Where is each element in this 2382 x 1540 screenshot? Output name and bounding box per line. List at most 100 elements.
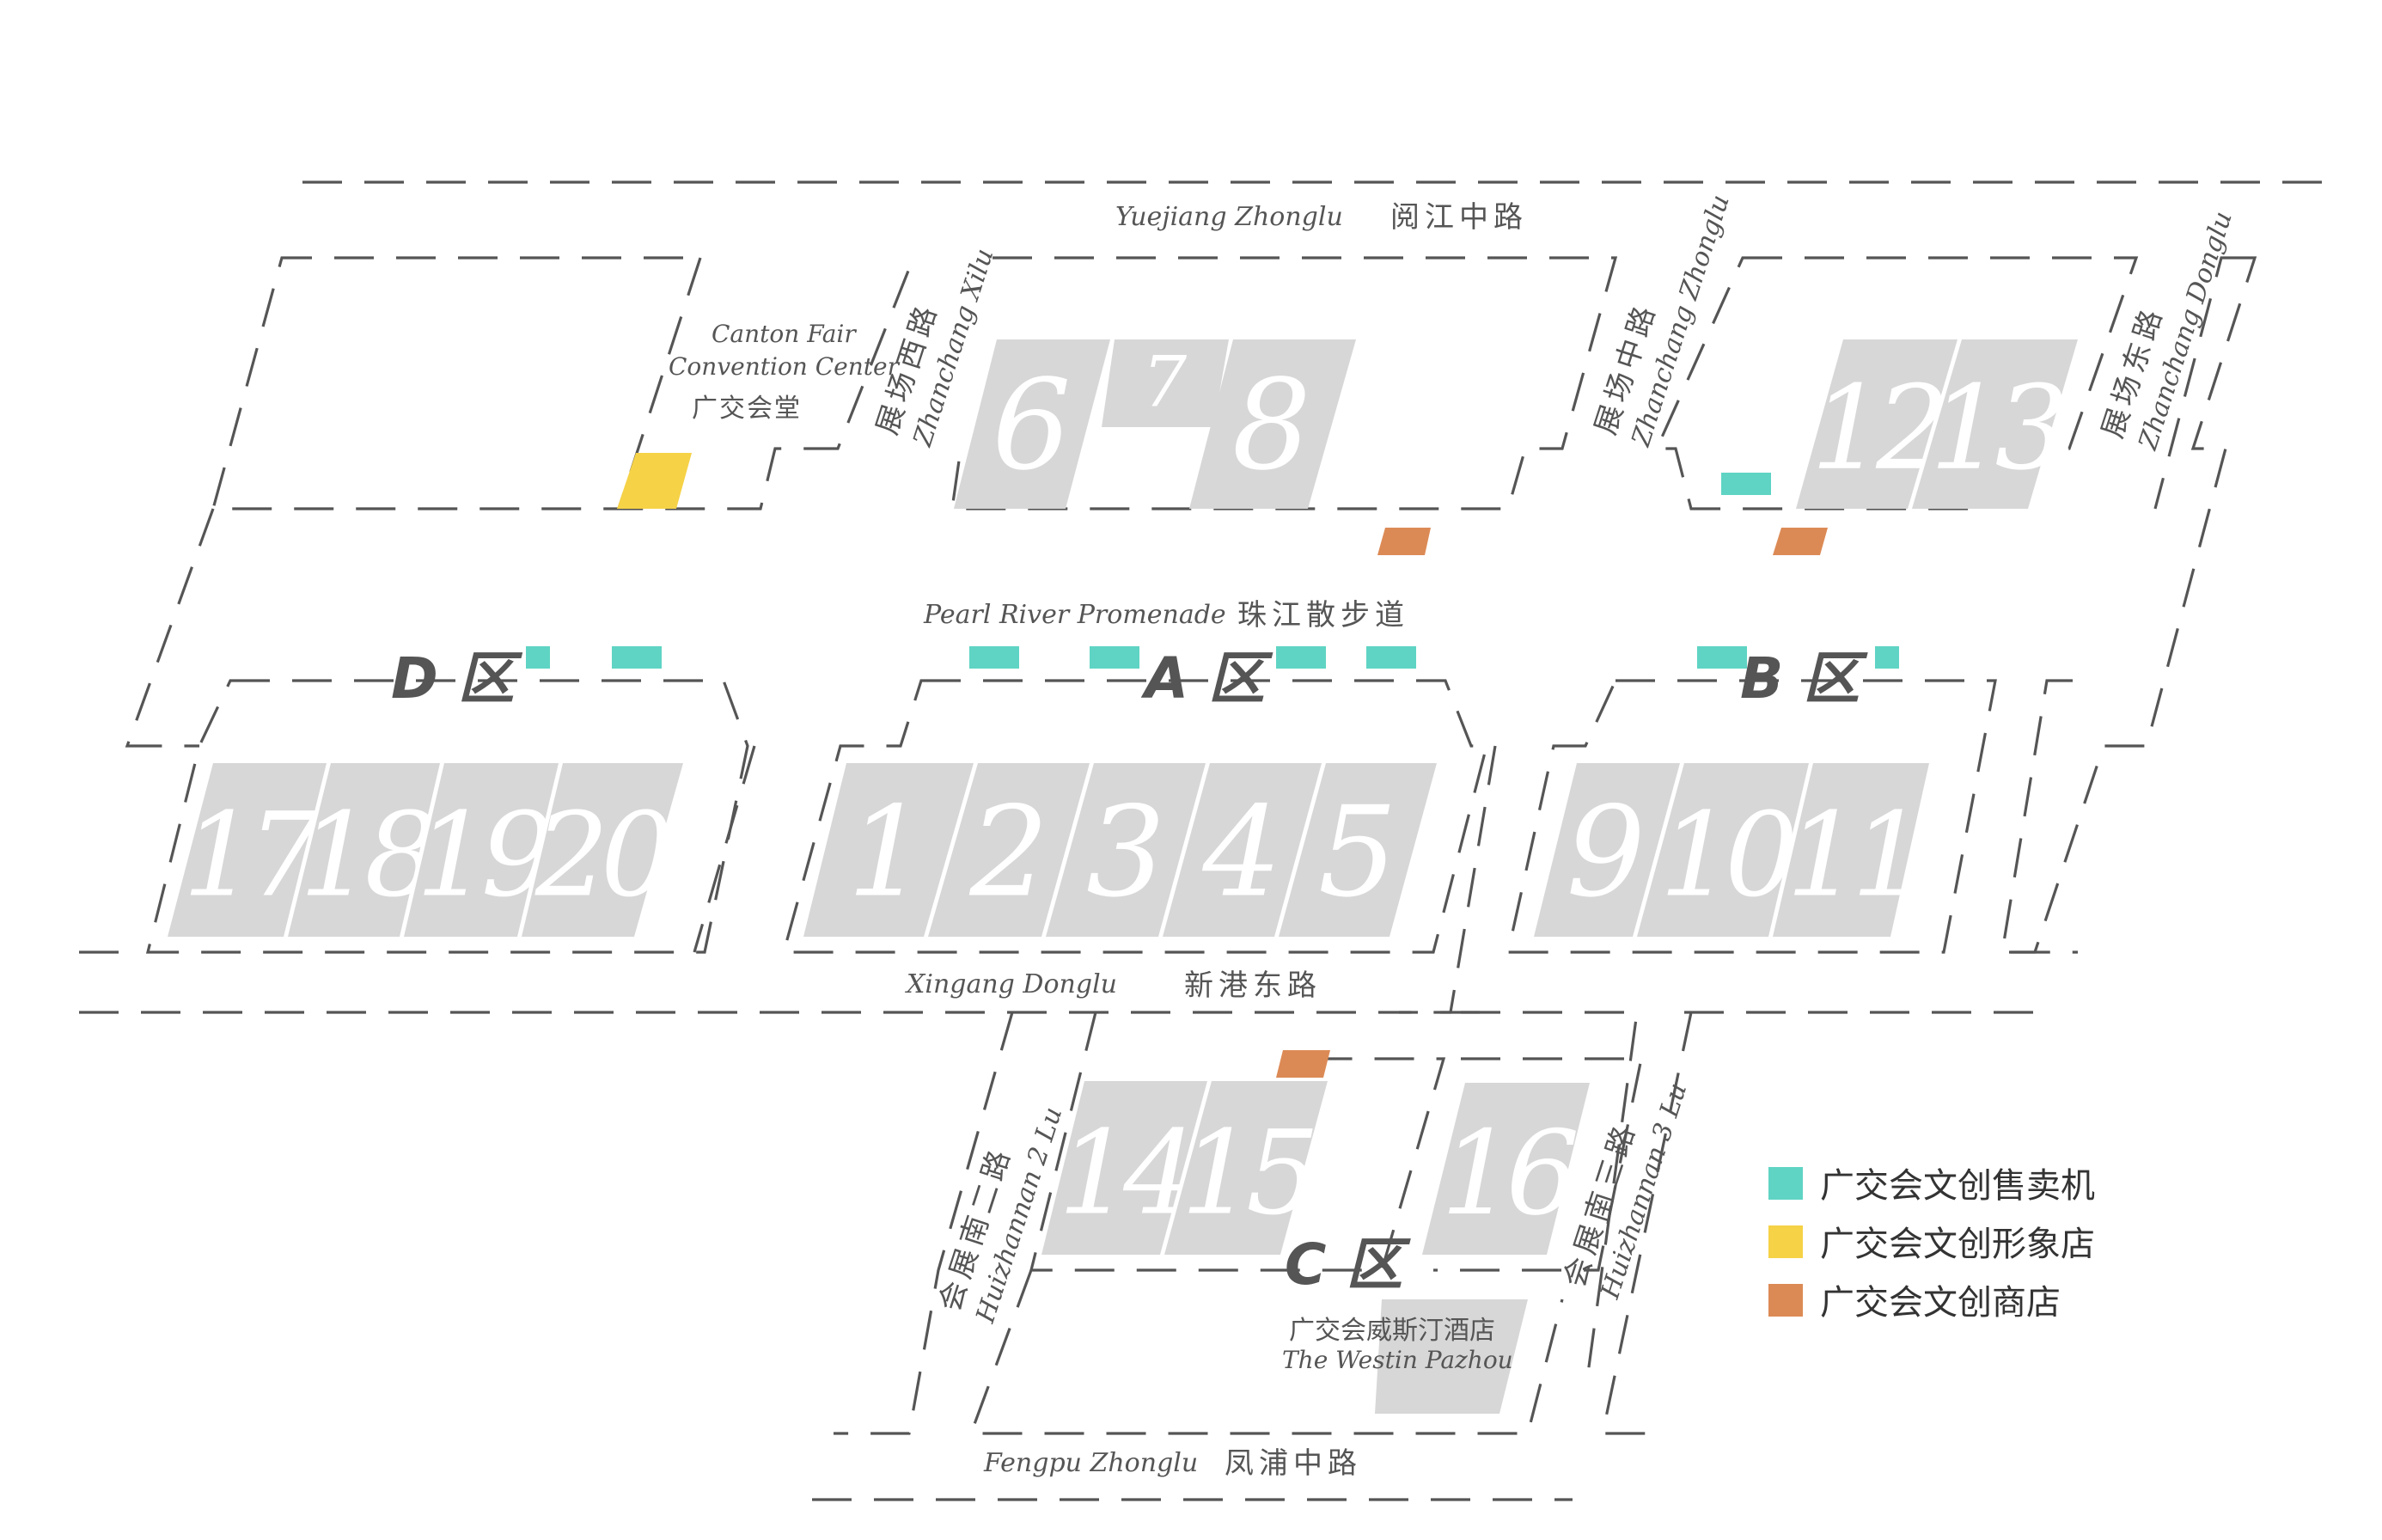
fengpu-road-label-cn: 凤浦中路: [1225, 1446, 1362, 1481]
zone-d-label: D 区: [391, 645, 523, 712]
hall-9[interactable]: 9: [1534, 763, 1680, 937]
hall-shape[interactable]: [1046, 763, 1206, 937]
hall-8[interactable]: 8: [1189, 339, 1356, 509]
zone-b-block-outline: [1506, 679, 1997, 954]
hall-16[interactable]: 16: [1422, 1083, 1590, 1255]
vending-machine-marker-9[interactable]: [1721, 473, 1771, 495]
east-edge-road-line: [2009, 256, 2257, 954]
vending-machine-marker-1[interactable]: [526, 646, 550, 669]
hall-number-label: 7: [1142, 342, 1187, 424]
hall-shape[interactable]: [1796, 339, 1958, 509]
hall-shape[interactable]: [1912, 339, 2078, 509]
westin-hotel-building: [1375, 1299, 1528, 1414]
hall-number-label: 15: [1181, 1106, 1313, 1241]
huizhan-2-road-line: [834, 1011, 1014, 1435]
legend-label-vending: 广交会文创售卖机: [1820, 1166, 2095, 1206]
vending-machine-marker-7[interactable]: [1697, 646, 1747, 669]
vending-machine-marker-4[interactable]: [1090, 646, 1139, 669]
legend-swatch-vending: [1768, 1167, 1803, 1200]
hall-shape[interactable]: [1102, 339, 1229, 427]
hall-shape[interactable]: [404, 763, 559, 937]
convention-center-label-cn: 广交会堂: [692, 394, 802, 424]
legend-swatch-shop: [1768, 1284, 1803, 1317]
hall-shape[interactable]: [522, 763, 683, 937]
zhanchang-zhong-road-label: 展场中路 Zhanchang Zhonglu: [1589, 191, 1736, 450]
hall-shape[interactable]: [928, 763, 1090, 937]
hall-number-label: 4: [1201, 780, 1281, 926]
convention-center-label-en-2: Convention Center: [669, 352, 901, 381]
shop-marker-2[interactable]: [1773, 528, 1828, 555]
hall-shape[interactable]: [803, 763, 974, 937]
zone-c-west-block: [1029, 1011, 1446, 1272]
hall-3[interactable]: 3: [1046, 763, 1206, 937]
hall-7[interactable]: 7: [1102, 339, 1229, 427]
legend-swatch-image-store: [1768, 1225, 1803, 1258]
pearl-promenade-label-cn: 珠江散步道: [1237, 598, 1409, 632]
xingang-road-label-en: Xingang Donglu: [905, 969, 1117, 999]
huizhan-2-road-label: 会展南二路 Huizhannan 2 Lu: [933, 1103, 1069, 1327]
hall-number-label: 20: [534, 788, 671, 923]
vending-machine-marker-2[interactable]: [612, 646, 662, 669]
hall-1[interactable]: 1: [803, 763, 974, 937]
hall-6-8-block-outline: [950, 256, 1618, 510]
hall-number-label: 10: [1659, 788, 1795, 923]
hall-shape[interactable]: [1041, 1081, 1207, 1255]
xingang-east-link: [1399, 745, 1497, 1014]
hall-12[interactable]: 12: [1796, 339, 1958, 509]
hall-20[interactable]: 20: [522, 763, 683, 937]
vending-machine-marker-3[interactable]: [969, 646, 1019, 669]
hall-12-13-block-outline: [1654, 256, 2139, 510]
hall-shape[interactable]: [1422, 1083, 1590, 1255]
zone-labels: D 区 A 区 B 区 C 区: [391, 645, 1868, 1298]
hall-4[interactable]: 4: [1163, 763, 1322, 937]
vending-machine-marker-6[interactable]: [1366, 646, 1416, 669]
hall-shape[interactable]: [1637, 763, 1809, 937]
hall-number-label: 1: [847, 780, 926, 926]
hall-5[interactable]: 5: [1279, 763, 1437, 937]
hall-13[interactable]: 13: [1912, 339, 2078, 509]
hall-6[interactable]: 6: [954, 339, 1110, 509]
hall-2[interactable]: 2: [928, 763, 1090, 937]
hall-shape[interactable]: [1279, 763, 1437, 937]
huizhan-3-road-line: [1601, 1011, 1693, 1435]
hall-number-label: 13: [1930, 361, 2064, 496]
shop-marker-1[interactable]: [1377, 528, 1431, 555]
zone-b-east-line: [2000, 679, 2078, 954]
hall-shape[interactable]: [1163, 763, 1322, 937]
hall-14[interactable]: 14: [1041, 1081, 1207, 1255]
amenity-markers: [526, 453, 1899, 1078]
road-outlines: [79, 180, 2322, 1501]
zone-d-east-line: [693, 745, 756, 953]
hall-number-label: 6: [992, 353, 1071, 498]
zone-c-label: C 区: [1285, 1231, 1411, 1298]
hall-shape[interactable]: [1164, 1081, 1328, 1255]
hall-10[interactable]: 10: [1637, 763, 1809, 937]
shop-marker-3[interactable]: [1276, 1050, 1330, 1078]
hall-number-label: 14: [1058, 1106, 1188, 1241]
hall-number-label: 8: [1232, 353, 1311, 498]
hall-shape[interactable]: [288, 763, 440, 937]
pearl-promenade-label-en: Pearl River Promenade: [923, 600, 1226, 630]
convention-center-label-en-1: Canton Fair: [712, 320, 857, 348]
image-store-marker[interactable]: [617, 453, 692, 509]
hall-shape[interactable]: [1534, 763, 1680, 937]
hall-number-label: 16: [1441, 1106, 1577, 1241]
zone-a-block-outline: [781, 679, 1489, 954]
hall-15[interactable]: 15: [1164, 1081, 1328, 1255]
hall-number-label: 5: [1318, 780, 1397, 926]
hall-shape[interactable]: [168, 763, 327, 937]
hall-number-label: 9: [1567, 780, 1646, 926]
hall-shape[interactable]: [954, 339, 1110, 509]
zone-c-south-block: [968, 1269, 1564, 1435]
vending-machine-marker-5[interactable]: [1276, 646, 1326, 669]
zone-c-east-block: [1433, 1057, 1643, 1272]
hall-11[interactable]: 11: [1773, 763, 1929, 937]
vending-machine-marker-8[interactable]: [1875, 646, 1899, 669]
promenade-west-line: [125, 508, 215, 748]
hall-shape[interactable]: [1773, 763, 1929, 937]
hall-shape[interactable]: [1189, 339, 1356, 509]
hall-number-label: 11: [1786, 788, 1917, 923]
